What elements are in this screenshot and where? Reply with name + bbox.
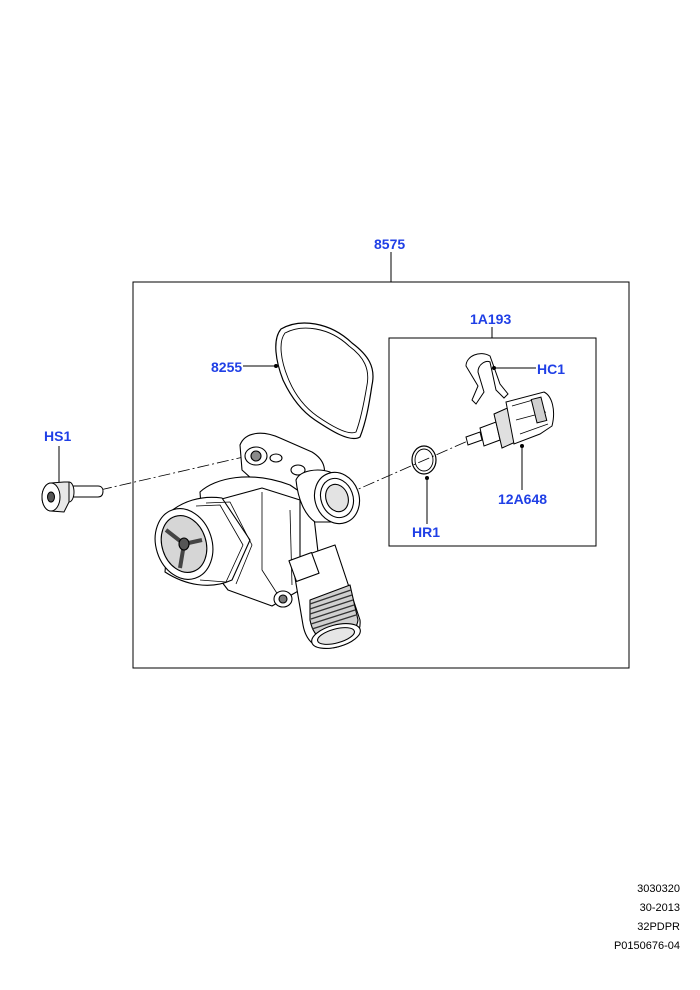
thermostat-housing-part (154, 432, 361, 649)
o-ring-part (411, 445, 437, 475)
leader-lines (58, 252, 536, 524)
footer-line-3: 32PDPR (637, 921, 680, 933)
footer-reference-codes: 3030320 30-2013 32PDPR P0150676-04 (540, 880, 680, 956)
bolt-part (41, 481, 104, 513)
assembly-axis-lines (99, 439, 471, 496)
callout-8255[interactable]: 8255 (211, 359, 243, 375)
callout-HS1[interactable]: HS1 (44, 428, 72, 444)
callout-HR1[interactable]: HR1 (412, 524, 441, 540)
gasket-part (275, 322, 374, 440)
footer-line-1: 3030320 (637, 883, 680, 895)
clip-part (465, 353, 509, 405)
footer-line-2: 30-2013 (639, 902, 680, 914)
sensor-part (465, 391, 555, 449)
callout-8575[interactable]: 8575 (374, 236, 406, 252)
assembly-frame (132, 281, 630, 669)
callout-HC1[interactable]: HC1 (537, 361, 566, 377)
footer-line-4: P0150676-04 (613, 940, 680, 952)
callout-12A648[interactable]: 12A648 (498, 491, 548, 507)
callout-1A193[interactable]: 1A193 (470, 311, 512, 327)
